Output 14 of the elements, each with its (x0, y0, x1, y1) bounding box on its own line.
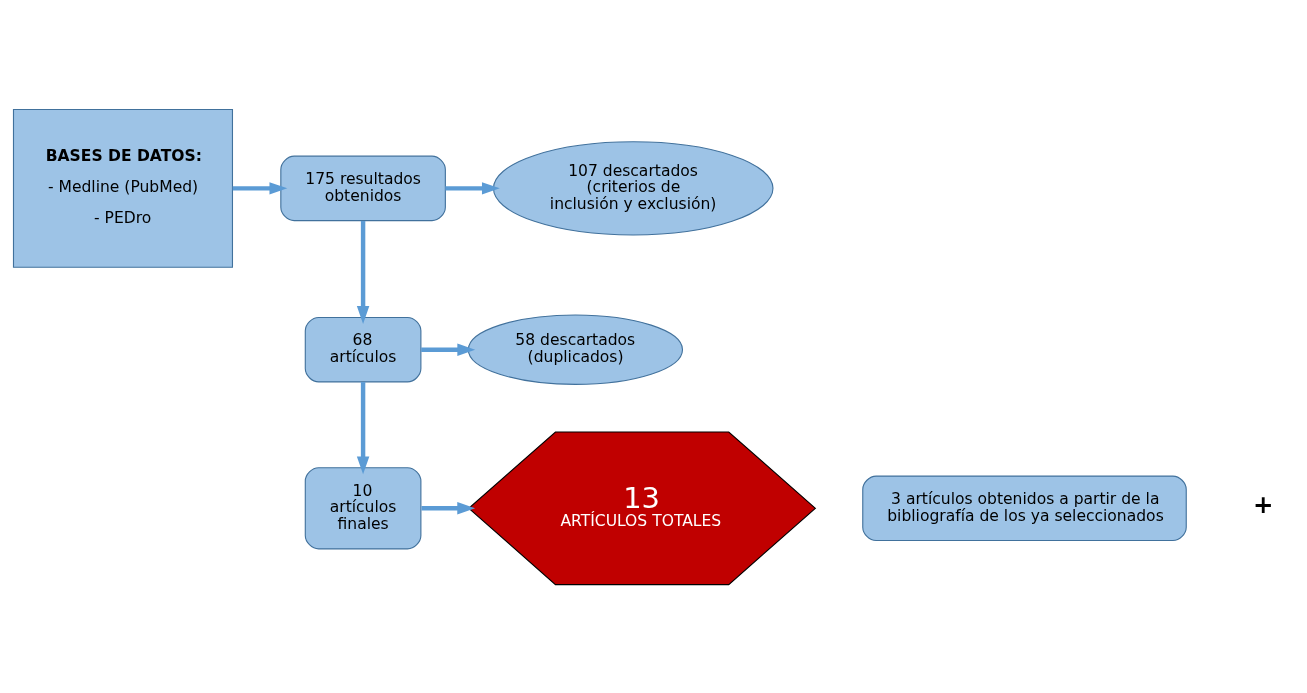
arrow (421, 501, 476, 515)
node-ellipse: 58 descartados (duplicados) (467, 313, 684, 385)
arrow (356, 220, 370, 324)
node-box: 3 artículos obtenidos a partir de la bibliografía de los ya seleccionados (862, 475, 1187, 541)
label: + (1252, 489, 1274, 519)
arrow (445, 181, 500, 195)
node-box: 175 resultados obtenidos (280, 155, 446, 221)
node-box: 68 artículos (304, 316, 422, 382)
arrow (421, 342, 476, 356)
node-ellipse: 107 descartados (criterios de inclusión y exclusión) (492, 140, 774, 236)
node-box: 10 artículos finales (304, 466, 422, 549)
arrow (356, 381, 370, 474)
node-box: BASES DE DATOS: - Medline (PubMed) - PEDro (12, 108, 234, 268)
arrow (232, 181, 288, 195)
